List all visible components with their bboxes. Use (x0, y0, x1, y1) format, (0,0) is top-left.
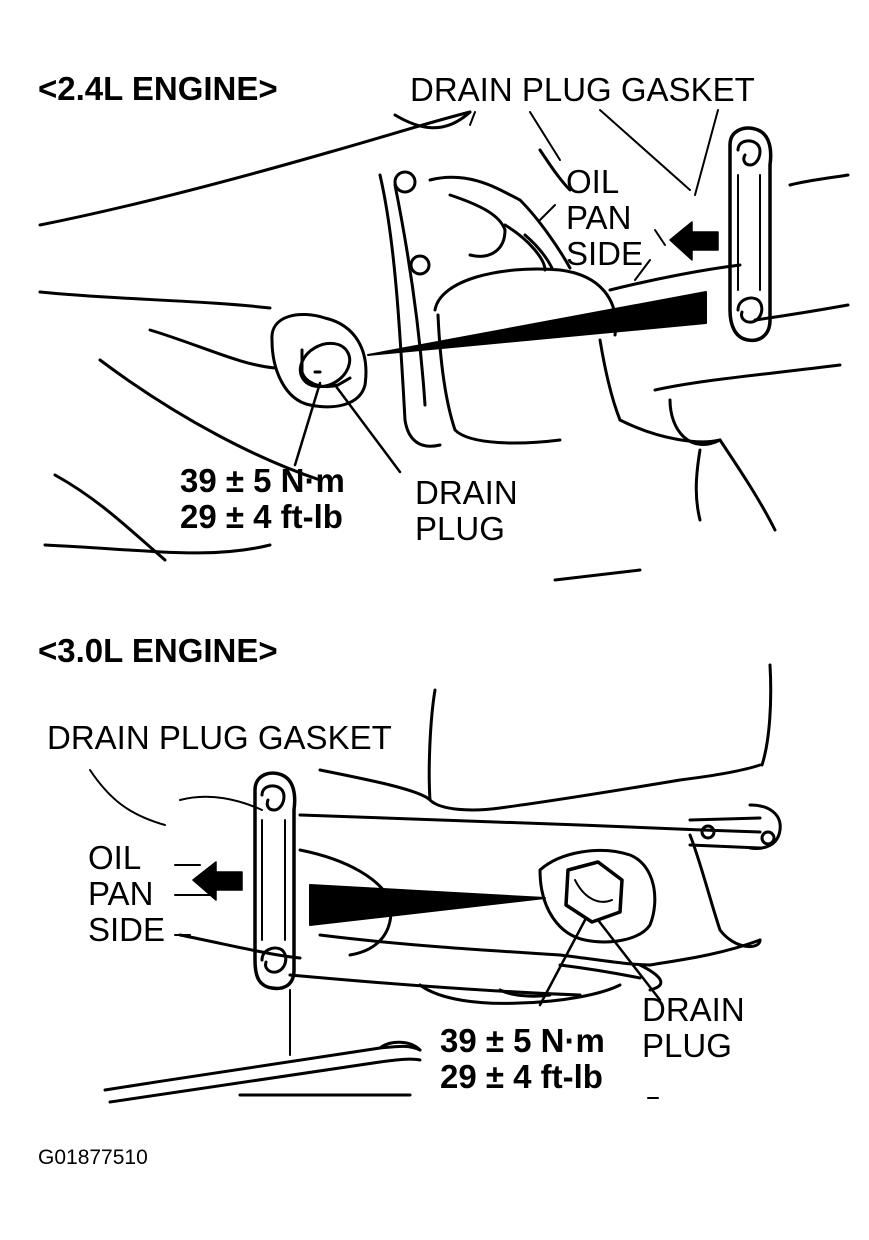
gasket-pointer-wedge (309, 884, 546, 926)
drain-plug-label: DRAIN PLUG (415, 474, 518, 547)
drain-plug-label: DRAIN PLUG (642, 991, 745, 1064)
section-heading-3-0l: <3.0L ENGINE> (38, 632, 278, 669)
gasket-pointer-wedge (367, 291, 707, 356)
torque-spec: 39 ± 5 N·m 29 ± 4 ft-lb (440, 1022, 605, 1095)
oil-pan-side-label: OIL PAN SIDE (566, 163, 644, 272)
drain-plug-gasket-icon (728, 126, 773, 343)
figure-id: G01877510 (38, 1146, 148, 1169)
section-heading-2-4l: <2.4L ENGINE> (38, 70, 278, 107)
torque-spec: 39 ± 5 N·m 29 ± 4 ft-lb (180, 462, 345, 535)
oil-pan-side-label: OIL PAN SIDE (88, 839, 166, 948)
pan-side-arrow-icon (192, 861, 243, 901)
drain-plug-gasket-icon (253, 771, 297, 991)
drain-plug-gasket-label: DRAIN PLUG GASKET (410, 71, 755, 108)
engine-3-0l-drawing (89, 663, 782, 1104)
drain-plug-gasket-label: DRAIN PLUG GASKET (47, 719, 392, 756)
pan-side-arrow-icon (669, 221, 719, 261)
engine-2-4l-drawing (38, 109, 850, 582)
